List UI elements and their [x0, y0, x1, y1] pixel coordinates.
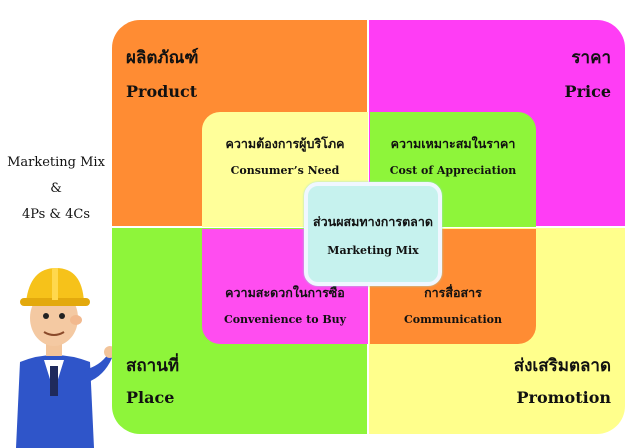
consumer-need-thai: ความต้องการผู้บริโภค	[225, 136, 345, 151]
promotion-label: Promotion	[516, 388, 611, 407]
convenience-label: Convenience to Buy	[223, 313, 347, 326]
communication-label: Communication	[404, 313, 502, 326]
cost-label: Cost of Appreciation	[389, 164, 517, 177]
product-thai-label: ผลิตภัณฑ์	[126, 48, 199, 68]
promotion-thai-label: ส่งเสริมตลาด	[513, 356, 611, 376]
cell-convenience: ความสะดวกในการซื้อ Convenience to Buy	[202, 229, 368, 344]
marketing-mix-grid: ผลิตภัณฑ์ Product ราคา Price สถานที่ Pla…	[112, 20, 625, 434]
side-title-line1: Marketing Mix	[7, 155, 105, 170]
side-title: Marketing Mix & 4Ps & 4Cs	[0, 150, 112, 228]
center-marketing-mix: ส่วนผสมทางการตลาด Marketing Mix	[304, 182, 442, 286]
communication-thai: การสื่อสาร	[424, 285, 482, 300]
consumer-need-label: Consumer’s Need	[230, 164, 340, 177]
price-label: Price	[564, 82, 611, 101]
place-label: Place	[126, 388, 175, 407]
construction-worker-icon	[16, 268, 114, 448]
product-label: Product	[126, 82, 198, 101]
convenience-thai: ความสะดวกในการซื้อ	[225, 285, 345, 300]
center-label: Marketing Mix	[327, 243, 419, 257]
price-thai-label: ราคา	[571, 48, 611, 68]
side-title-line3: 4Ps & 4Cs	[21, 207, 91, 222]
side-title-line2: &	[50, 181, 62, 196]
cost-thai: ความเหมาะสมในราคา	[390, 136, 516, 151]
center-thai-label: ส่วนผสมทางการตลาด	[313, 213, 433, 229]
place-thai-label: สถานที่	[126, 356, 180, 376]
